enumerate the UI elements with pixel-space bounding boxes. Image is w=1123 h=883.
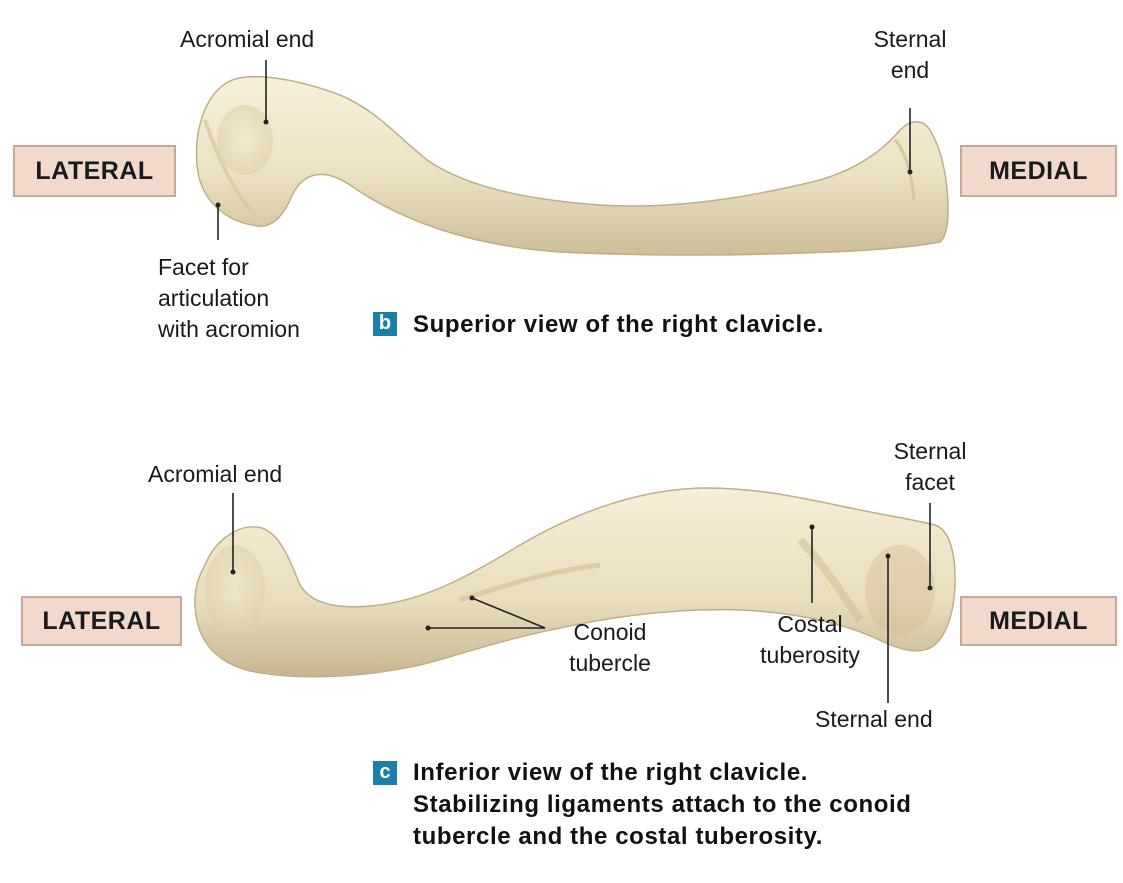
leader-lines-superior bbox=[217, 60, 911, 240]
label-sternal-facet-line1: Sternal bbox=[893, 438, 967, 464]
label-sternal-end-b-line1: Sternal bbox=[873, 26, 947, 52]
leader-dots-inferior bbox=[230, 524, 933, 631]
label-conoid-line1: Conoid bbox=[573, 619, 647, 645]
label-facet-line3: with acromion bbox=[158, 316, 300, 342]
clavicle-inferior-view bbox=[194, 487, 956, 678]
label-acromial-end-b: Acromial end bbox=[180, 26, 315, 52]
label-facet: Facet for articulation with acromion bbox=[158, 252, 300, 345]
label-acromial-end-c: Acromial end bbox=[148, 461, 283, 487]
label-costal-line2: tuberosity bbox=[760, 642, 860, 668]
label-conoid-line2: tubercle bbox=[569, 650, 651, 676]
label-conoid-tubercle: Conoid tubercle bbox=[550, 617, 670, 679]
label-facet-line1: Facet for bbox=[158, 254, 249, 280]
figure-badge-b: b bbox=[373, 312, 397, 336]
lateral-label-b: LATERAL bbox=[13, 145, 176, 197]
figure-badge-c: c bbox=[373, 761, 397, 785]
label-costal-tuberosity: Costal tuberosity bbox=[740, 609, 880, 671]
leader-dots-superior bbox=[215, 119, 913, 208]
lateral-label-c: LATERAL bbox=[21, 596, 182, 646]
label-sternal-facet-line2: facet bbox=[905, 469, 955, 495]
clavicle-superior-view bbox=[195, 75, 949, 256]
caption-inferior: Inferior view of the right clavicle. Sta… bbox=[413, 757, 912, 853]
leader-conoid-1 bbox=[471, 597, 546, 629]
label-sternal-end-b-line2: end bbox=[890, 57, 930, 83]
label-facet-line2: articulation bbox=[158, 285, 270, 311]
label-sternal-facet: Sternal facet bbox=[870, 436, 990, 498]
medial-label-b: MEDIAL bbox=[960, 145, 1117, 197]
caption-inferior-line2: Stabilizing ligaments attach to the cono… bbox=[413, 791, 912, 818]
label-costal-line1: Costal bbox=[777, 611, 843, 637]
caption-inferior-line3: tubercle and the costal tuberosity. bbox=[413, 823, 823, 850]
medial-label-c: MEDIAL bbox=[960, 596, 1117, 646]
caption-inferior-line1: Inferior view of the right clavicle. bbox=[413, 759, 809, 786]
caption-superior: Superior view of the right clavicle. bbox=[413, 311, 825, 338]
label-sternal-end-b: Sternal end bbox=[850, 24, 970, 86]
label-sternal-end-c: Sternal end bbox=[815, 706, 933, 732]
leader-lines-inferior bbox=[232, 493, 931, 703]
